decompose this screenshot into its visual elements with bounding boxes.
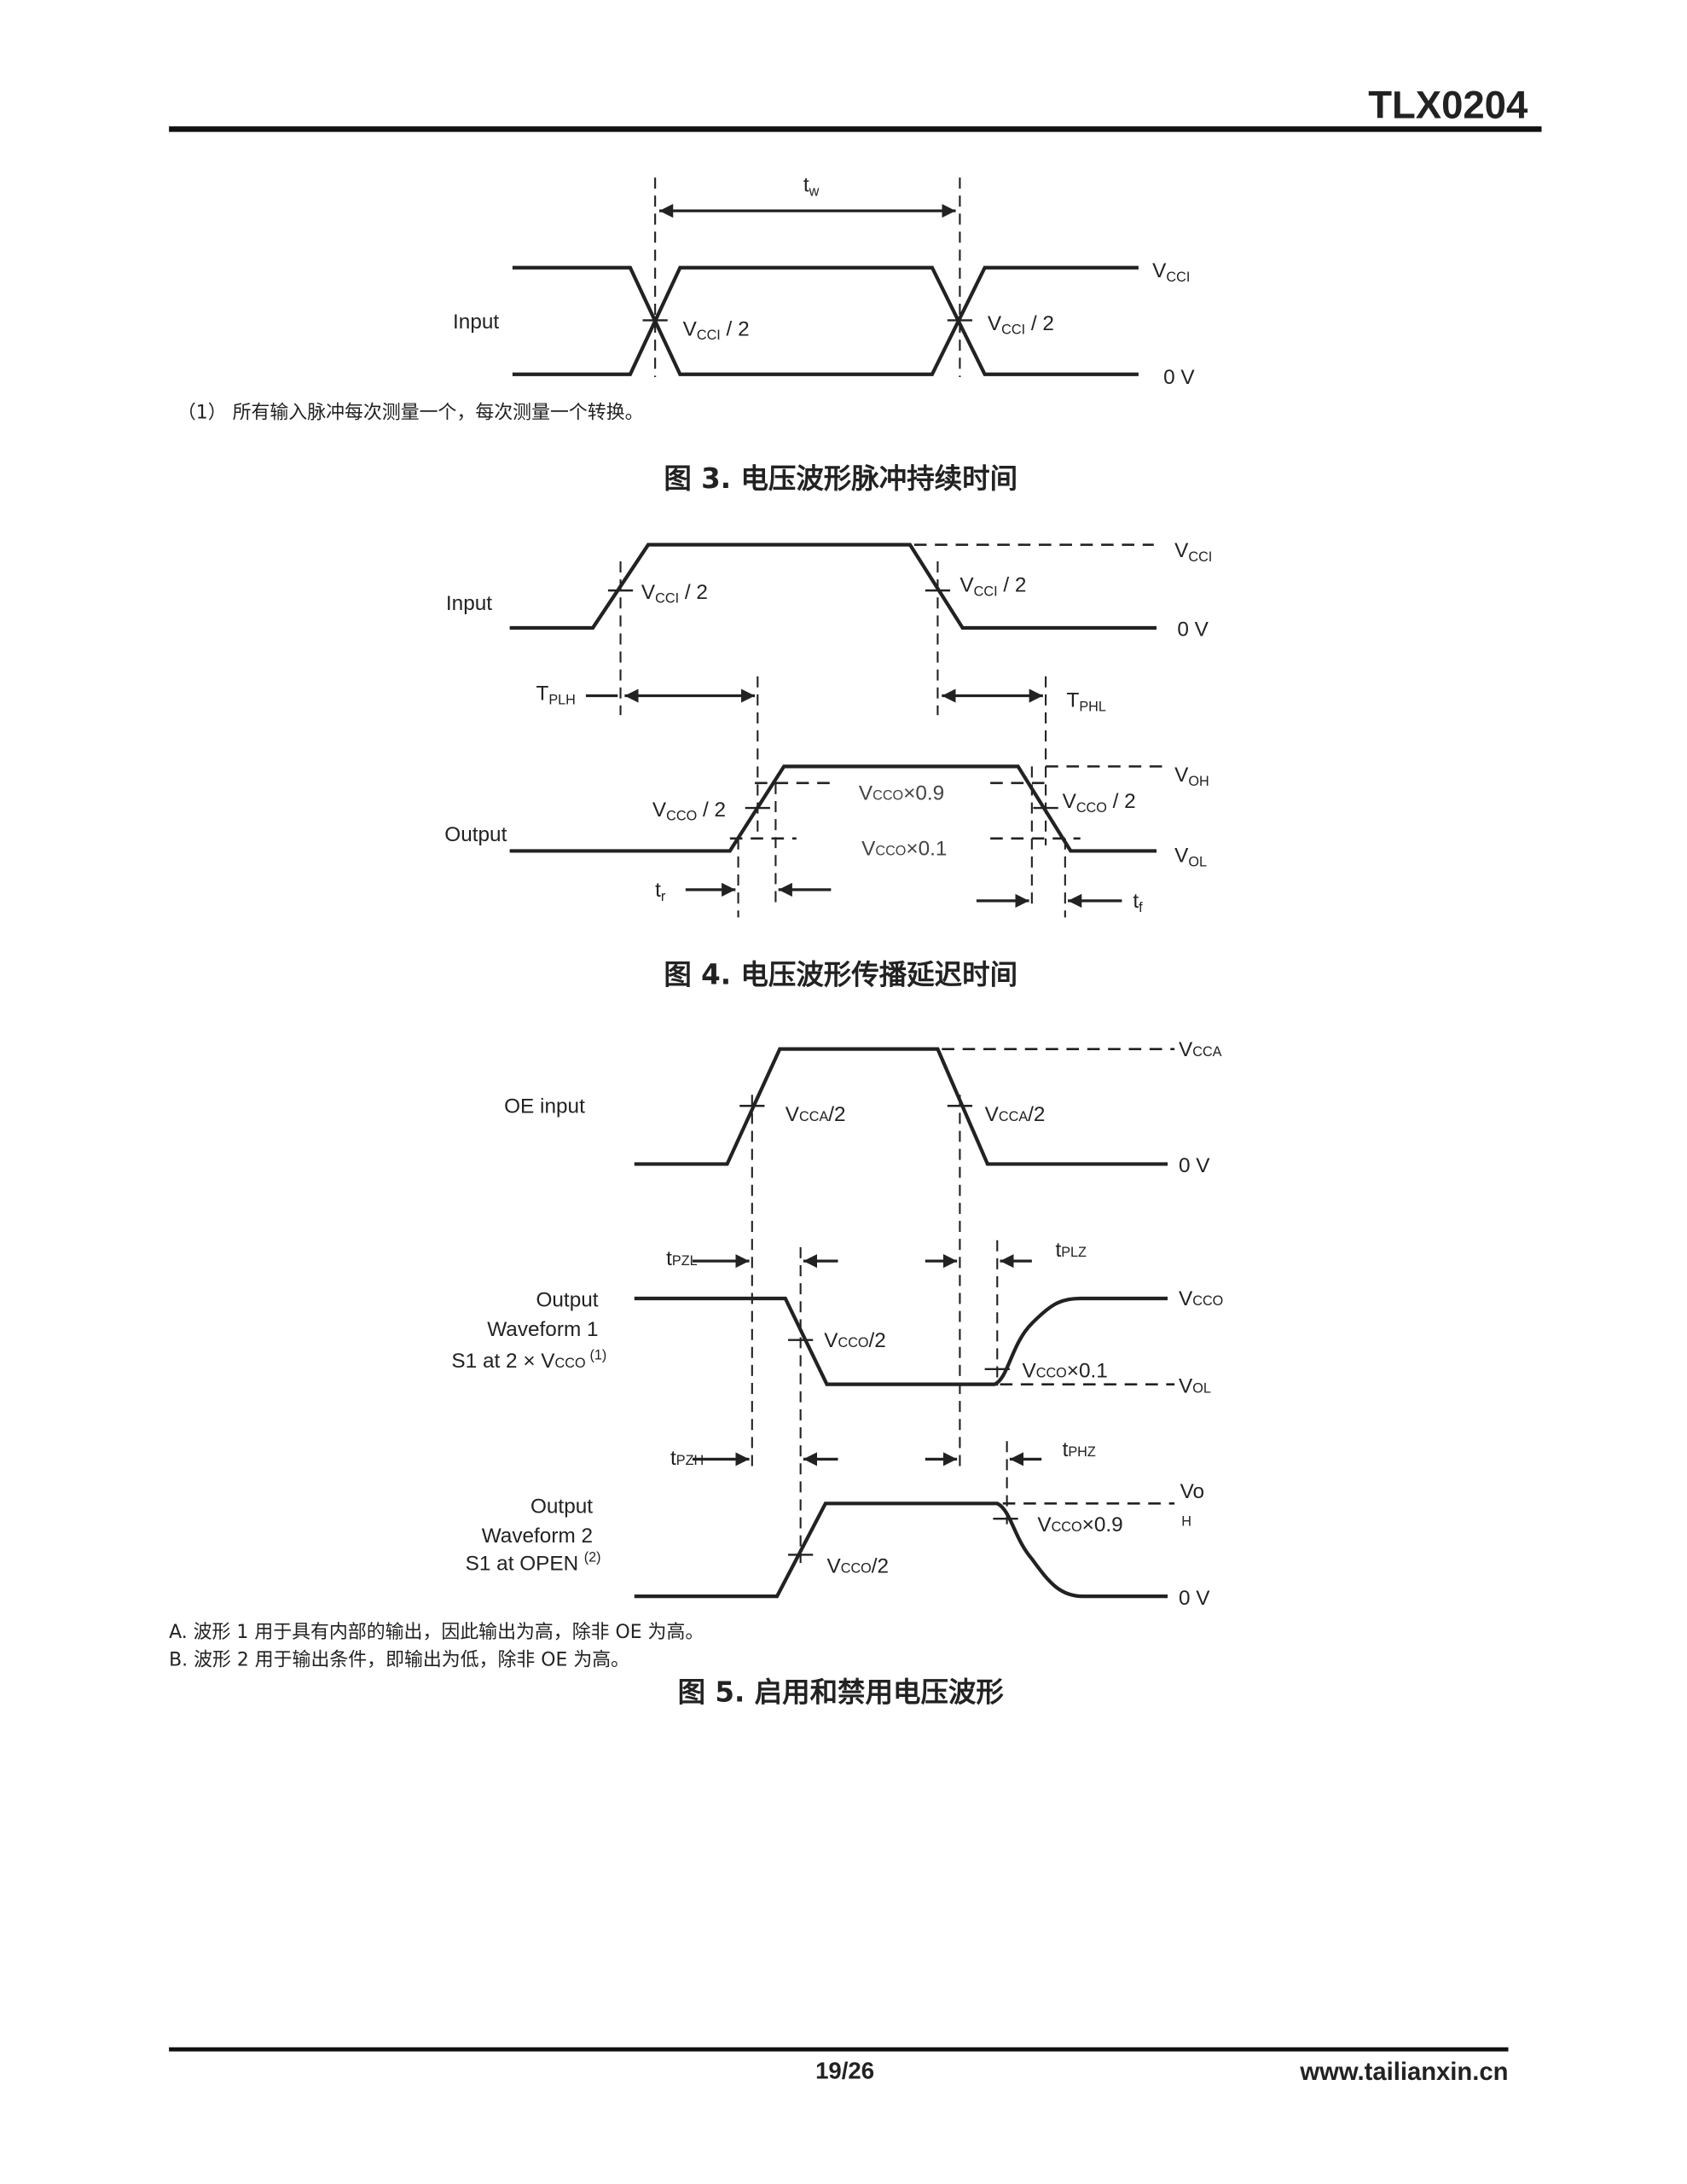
figure-5-enable-disable: OE input VCCA/2 VCCA/2 VCCA 0 V tPZL tPL… bbox=[169, 1038, 1223, 1709]
vcci-label: VCCI bbox=[1152, 259, 1190, 285]
waveform-2-label-line2: Waveform 2 bbox=[482, 1525, 593, 1548]
figure-3-pulse-duration: tw Input VCCI / 2 VCCI / 2 VCCI 0 V （1） … bbox=[177, 173, 1196, 495]
page-number: 19/26 bbox=[815, 2057, 874, 2083]
voh-label-suffix: H bbox=[1181, 1513, 1191, 1529]
waveform-2-label-line1: Output bbox=[530, 1496, 593, 1519]
vol-label: VOL bbox=[1174, 844, 1207, 869]
vcci-half-label: VCCI / 2 bbox=[959, 574, 1026, 600]
vcco-09-label: VCCO×0.9 bbox=[859, 781, 944, 804]
vcco-half-label: VCCO/2 bbox=[827, 1555, 890, 1578]
figure-5-caption: 图 5. 启用和禁用电压波形 bbox=[678, 1676, 1005, 1709]
zero-volt-label: 0 V bbox=[1163, 366, 1195, 389]
vcci-half-label: VCCI / 2 bbox=[641, 581, 708, 607]
input-waveform-a bbox=[512, 265, 1139, 376]
website-link[interactable]: www.tailianxin.cn bbox=[1299, 2059, 1508, 2086]
input-waveform bbox=[509, 543, 1157, 630]
note-b: B. 波形 2 用于输出条件，即输出为低，除非 OE 为高。 bbox=[169, 1649, 629, 1670]
vcca-label: VCCA bbox=[1179, 1038, 1222, 1061]
vcco-01-label: VCCO×0.1 bbox=[1022, 1360, 1107, 1383]
tw-label: tw bbox=[803, 173, 820, 199]
note-a: A. 波形 1 用于具有内部的输出，因此输出为高，除非 OE 为高。 bbox=[169, 1622, 704, 1643]
waveform-1-label-line3: S1 at 2 × VCCO(1) bbox=[451, 1347, 606, 1373]
vcco-half-label: VCCO / 2 bbox=[652, 799, 726, 824]
tplh-label: TPLH bbox=[536, 682, 575, 707]
output-waveform-1 bbox=[634, 1296, 1168, 1386]
tphz-label: tPHZ bbox=[1063, 1438, 1096, 1461]
vcco-half-label: VCCO / 2 bbox=[1063, 790, 1136, 816]
oe-input-label: OE input bbox=[504, 1095, 585, 1118]
vcco-09-label: VCCO×0.9 bbox=[1037, 1513, 1122, 1536]
vcca-half-label: VCCA/2 bbox=[786, 1103, 846, 1126]
vcci-half-label: VCCI / 2 bbox=[683, 317, 750, 343]
vol-label: VOL bbox=[1179, 1374, 1211, 1397]
voh-label: Vo bbox=[1180, 1480, 1204, 1503]
document-title: TLX0204 bbox=[1368, 83, 1528, 126]
output-label: Output bbox=[444, 823, 507, 846]
waveform-1-label-line1: Output bbox=[536, 1289, 598, 1312]
zero-volt-label: 0 V bbox=[1179, 1587, 1210, 1610]
waveform-2-label-line3: S1 at OPEN(2) bbox=[466, 1550, 601, 1576]
tf-label: tf bbox=[1133, 890, 1143, 915]
input-label: Input bbox=[446, 592, 492, 615]
tpzl-label: tPZL bbox=[666, 1247, 698, 1270]
input-label: Input bbox=[453, 311, 499, 334]
tplz-label: tPLZ bbox=[1055, 1239, 1087, 1262]
vcco-label: VCCO bbox=[1179, 1287, 1223, 1310]
output-waveform bbox=[509, 764, 1157, 853]
tphl-label: TPHL bbox=[1066, 689, 1105, 715]
voh-label: VOH bbox=[1174, 764, 1209, 789]
input-waveform-b bbox=[512, 265, 1139, 376]
figure-3-caption: 图 3. 电压波形脉冲持续时间 bbox=[664, 462, 1017, 495]
figure-4-caption: 图 4. 电压波形传播延迟时间 bbox=[664, 958, 1017, 990]
vcci-half-label: VCCI / 2 bbox=[988, 312, 1054, 338]
vcco-half-label: VCCO/2 bbox=[824, 1329, 886, 1352]
vcco-01-label: VCCO×0.1 bbox=[861, 837, 947, 860]
oe-input-waveform bbox=[634, 1047, 1168, 1166]
tr-label: tr bbox=[655, 879, 666, 904]
zero-volt-label: 0 V bbox=[1179, 1154, 1210, 1177]
vcca-half-label: VCCA/2 bbox=[985, 1103, 1046, 1126]
output-waveform-2 bbox=[634, 1502, 1168, 1599]
figure-4-propagation-delay: Input VCCI / 2 VCCI / 2 VCCI 0 V TPLH TP… bbox=[444, 539, 1212, 990]
tpzh-label: tPZH bbox=[670, 1447, 704, 1470]
figure-3-note: （1） 所有输入脉冲每次测量一个，每次测量一个转换。 bbox=[177, 403, 644, 424]
waveform-1-label-line2: Waveform 1 bbox=[487, 1318, 598, 1341]
vcci-label: VCCI bbox=[1174, 539, 1212, 565]
zero-volt-label: 0 V bbox=[1177, 619, 1209, 642]
